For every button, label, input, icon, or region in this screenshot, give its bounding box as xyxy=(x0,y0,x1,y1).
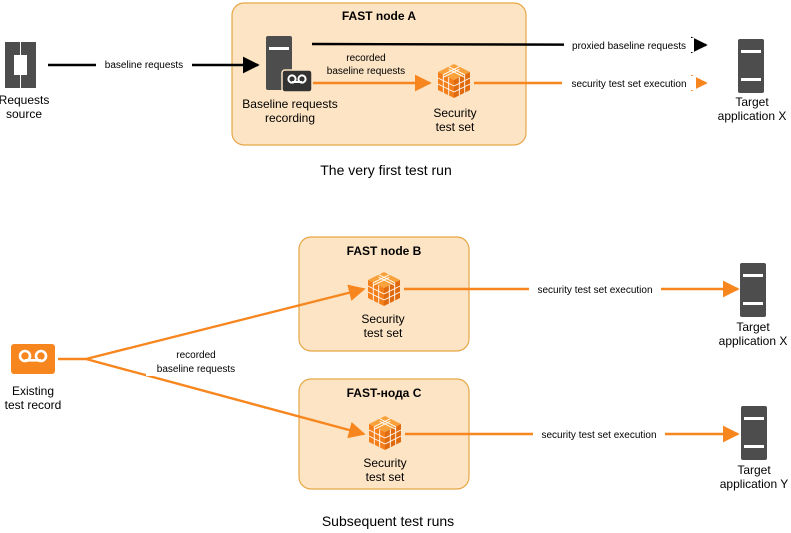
target-x-top-label-1: Target xyxy=(735,95,769,109)
security-c-label-1: Security xyxy=(363,456,406,470)
target-y-label-1: Target xyxy=(737,463,771,477)
recorded-label-2: baseline requests xyxy=(327,66,405,77)
top-caption: The very first test run xyxy=(320,162,451,178)
recorded-label-1: recorded xyxy=(346,53,385,64)
fast-node-c-title: FAST-нода C xyxy=(347,386,422,400)
baseline-requests-label-bg xyxy=(96,57,192,72)
proxied-label-bg xyxy=(564,38,694,52)
server-icon-x-bottom xyxy=(740,263,766,317)
requests-source-label-1: Requests xyxy=(0,93,49,107)
execution-b-label-bg xyxy=(529,282,661,296)
execution-b-label: security test set execution xyxy=(537,285,652,296)
fast-node-b-title: FAST node B xyxy=(347,244,422,258)
requests-source-label-2: source xyxy=(6,107,42,121)
server-icon-x-top xyxy=(738,39,764,93)
gateway-icon xyxy=(5,42,36,88)
security-b-label-1: Security xyxy=(361,312,404,326)
execution-top-label-bg xyxy=(562,76,696,90)
existing-record-label-2: test record xyxy=(5,398,62,412)
security-a-label-1: Security xyxy=(433,106,476,120)
target-y-label-2: application Y xyxy=(720,477,789,491)
existing-record-label-1: Existing xyxy=(12,384,54,398)
recording-label-1: Baseline requests xyxy=(242,97,337,111)
execution-c-label: security test set execution xyxy=(541,430,656,441)
recorded-bottom-label-1: recorded xyxy=(176,350,215,361)
execution-c-label-bg xyxy=(533,427,665,441)
fast-node-a-title: FAST node A xyxy=(342,9,417,23)
target-x-bottom-label-1: Target xyxy=(736,320,770,334)
proxied-label: proxied baseline requests xyxy=(572,41,686,52)
security-a-label-2: test set xyxy=(436,120,475,134)
target-x-bottom-label-2: application X xyxy=(719,334,788,348)
tape-icon xyxy=(9,342,57,376)
security-c-label-2: test set xyxy=(366,470,405,484)
security-b-label-2: test set xyxy=(364,326,403,340)
execution-top-label: security test set execution xyxy=(571,79,686,90)
server-icon-y xyxy=(741,406,767,460)
recorded-arrow-to-b xyxy=(85,284,366,361)
fast-node-a-box xyxy=(231,2,527,146)
target-x-top-label-2: application X xyxy=(718,109,787,123)
baseline-requests-label: baseline requests xyxy=(105,60,183,71)
recorded-bottom-label-2: baseline requests xyxy=(157,364,235,375)
recorded-arrow-to-c xyxy=(85,357,366,439)
recorded-bottom-label-bg xyxy=(146,346,246,376)
tape-icon-small xyxy=(281,69,313,93)
bottom-caption: Subsequent test runs xyxy=(322,513,454,529)
recording-label-2: recording xyxy=(265,111,315,125)
